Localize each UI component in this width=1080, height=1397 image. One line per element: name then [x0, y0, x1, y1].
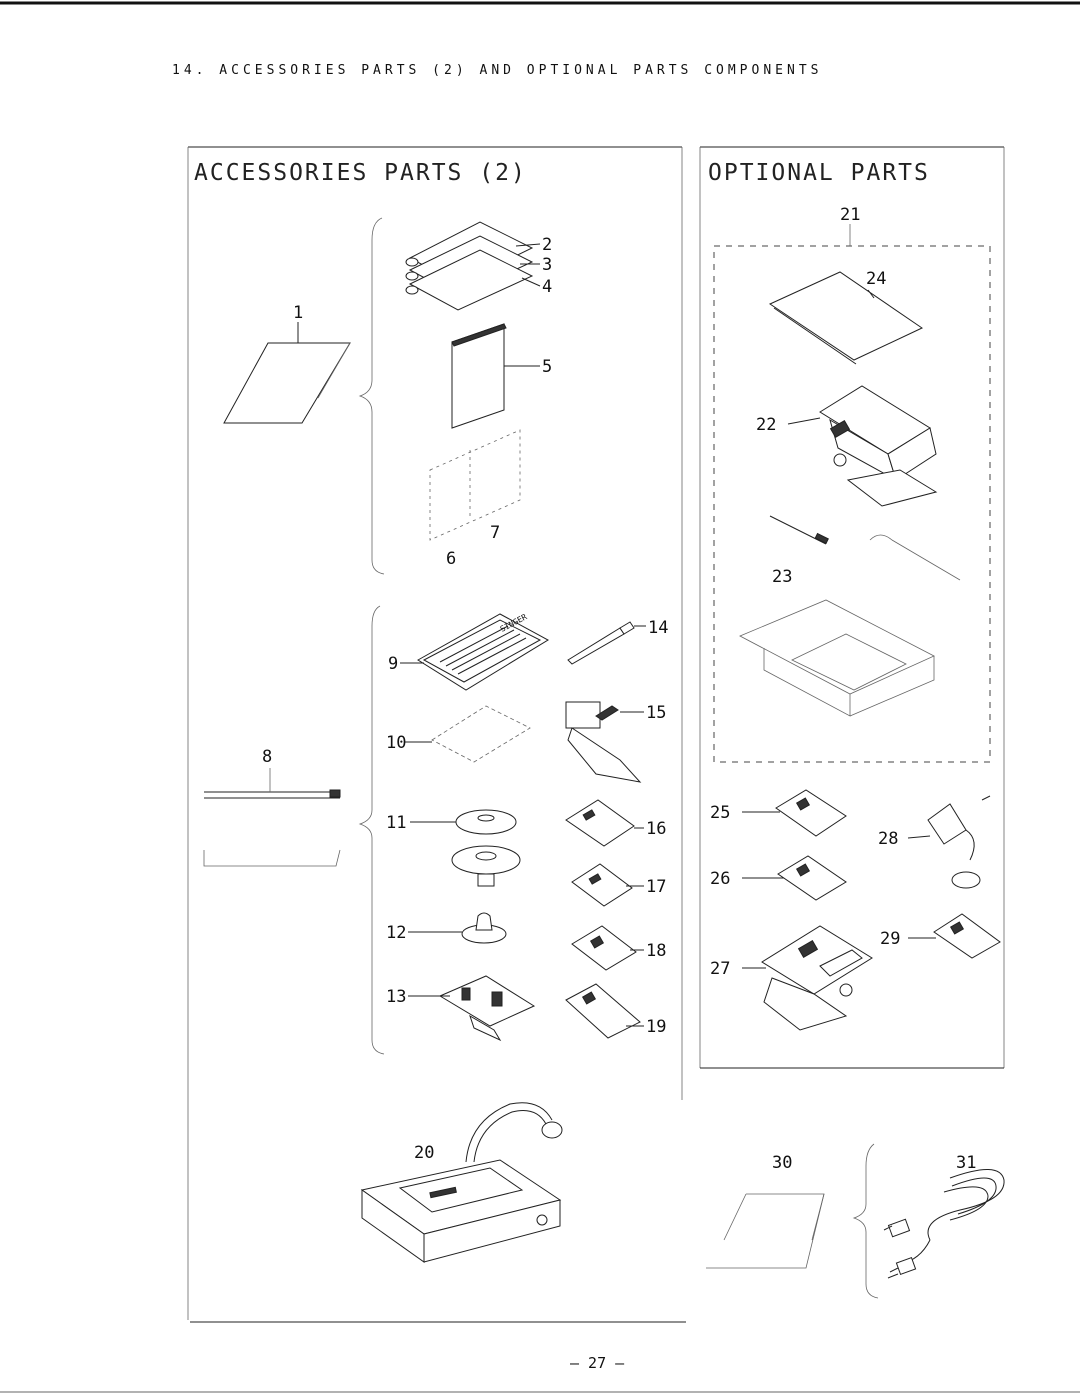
callout-30: 30 [772, 1153, 792, 1173]
part-28-foot [907, 795, 991, 889]
brace-lower [358, 605, 385, 1055]
callout-27: 27 [710, 959, 730, 979]
optional-panel-frame [699, 146, 1005, 1069]
washer-icon [405, 271, 419, 281]
part-5-booklet [451, 323, 540, 429]
callout-31: 31 [956, 1153, 976, 1173]
part-14-screwdriver [567, 621, 646, 665]
part-18-foot [571, 925, 644, 971]
callout-19: 19 [646, 1017, 666, 1037]
part-15-foot [565, 701, 644, 783]
part-1-bag [223, 322, 351, 424]
brace-optional [852, 1143, 879, 1299]
part-13-attachment [408, 975, 536, 1042]
callout-5: 5 [542, 357, 552, 377]
part-9-needle-pack: SINGER [400, 612, 550, 691]
callout-10: 10 [386, 733, 406, 753]
part-30-bag [706, 1193, 825, 1269]
callout-9: 9 [388, 654, 398, 674]
callout-11: 11 [386, 813, 406, 833]
part-19-foot [565, 983, 644, 1039]
part-25-foot [742, 789, 847, 837]
callout-18: 18 [646, 941, 666, 961]
callout-3: 3 [542, 255, 552, 275]
optional-panel-title: OPTIONAL PARTS [708, 160, 930, 186]
callout-21: 21 [840, 205, 860, 225]
part-4-sheet [408, 249, 534, 311]
callout-1: 1 [293, 303, 303, 323]
part-20-foot-controller [360, 1102, 563, 1263]
accessories-panel-frame [187, 146, 686, 1323]
callout-22: 22 [756, 415, 776, 435]
brace-upper [358, 217, 385, 575]
washer-icon [405, 257, 419, 267]
part-10-plate [404, 705, 531, 763]
optional-set-box [713, 245, 991, 763]
part-17-foot [571, 863, 644, 907]
callout-6: 6 [446, 549, 456, 569]
callout-8: 8 [262, 747, 272, 767]
part-23-box [739, 515, 961, 717]
part-24-booklet [768, 271, 924, 365]
callout-16: 16 [646, 819, 666, 839]
callout-24: 24 [866, 269, 886, 289]
accessories-panel-title: ACCESSORIES PARTS (2) [194, 160, 527, 186]
callout-17: 17 [646, 877, 666, 897]
part-8-rod [203, 768, 341, 867]
callout-15: 15 [646, 703, 666, 723]
part-12-spool-cap [408, 912, 507, 944]
part-22-walking-foot [787, 385, 938, 507]
part-26-foot [742, 855, 847, 901]
callout-13: 13 [386, 987, 406, 1007]
part-6-7-box [429, 429, 521, 541]
part-31-power-cord [883, 1169, 1005, 1279]
callout-23: 23 [772, 567, 792, 587]
callout-29: 29 [880, 929, 900, 949]
part-16-foot [565, 799, 644, 847]
callout-7: 7 [490, 523, 500, 543]
callout-26: 26 [710, 869, 730, 889]
section-heading: 14. ACCESSORIES PARTS (2) AND OPTIONAL P… [172, 63, 822, 78]
callout-28: 28 [878, 829, 898, 849]
part-11-spool-discs [410, 809, 521, 887]
callout-25: 25 [710, 803, 730, 823]
callout-12: 12 [386, 923, 406, 943]
part-29-foot [908, 913, 1001, 959]
washer-icon [405, 285, 419, 295]
callout-2: 2 [542, 235, 552, 255]
callout-20: 20 [414, 1143, 434, 1163]
page-number: – 27 – [570, 1354, 625, 1372]
callout-4: 4 [542, 277, 552, 297]
part-27-ruffler [742, 925, 873, 1031]
callout-14: 14 [648, 618, 668, 638]
